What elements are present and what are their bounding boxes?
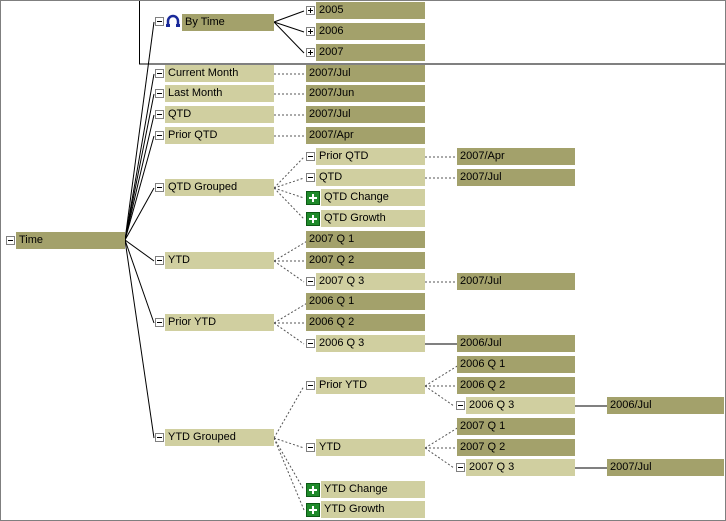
tree-node-ytd-grouped-prior-ytd[interactable]: Prior YTD [316,377,425,394]
expand-icon[interactable] [306,6,315,15]
tree-value-qtd[interactable]: 2007/Jul [306,106,425,123]
tree-node-prior-ytd-q1[interactable]: 2006 Q 1 [306,293,425,310]
tree-node-by-time[interactable]: By Time [182,14,274,31]
tree-node-ytd-grouped-prior-q1[interactable]: 2006 Q 1 [457,356,575,373]
tree-node-last-month[interactable]: Last Month [165,85,274,102]
collapse-icon[interactable] [155,256,164,265]
tree-value-ytd-grouped-prior-q3[interactable]: 2006/Jul [607,397,724,414]
collapse-icon[interactable] [306,381,315,390]
tree-node-2006[interactable]: 2006 [316,23,425,40]
collapse-icon[interactable] [306,443,315,452]
expand-icon[interactable] [306,27,315,36]
tree-node-ytd-grouped-ytd[interactable]: YTD [316,439,425,456]
collapse-icon[interactable] [155,69,164,78]
tree-value-last-month[interactable]: 2007/Jun [306,85,425,102]
tree-value-qtd-grouped-prior-qtd[interactable]: 2007/Apr [457,148,575,165]
tree-node-ytd-grouped[interactable]: YTD Grouped [165,429,274,446]
collapse-icon[interactable] [456,463,465,472]
calculator-icon [306,483,320,497]
hierarchy-icon [166,14,180,27]
tree-node-ytd-change[interactable]: YTD Change [321,481,425,498]
tree-node-2007[interactable]: 2007 [316,44,425,61]
tree-node-ytd-q1[interactable]: 2007 Q 1 [306,231,425,248]
tree-node-time[interactable]: Time [16,232,125,249]
collapse-icon[interactable] [306,277,315,286]
tree-node-2005[interactable]: 2005 [316,2,425,19]
tree-node-ytd[interactable]: YTD [165,252,274,269]
collapse-icon[interactable] [155,89,164,98]
tree-node-ytd-grouped-ytd-q2[interactable]: 2007 Q 2 [457,439,575,456]
collapse-icon[interactable] [155,17,164,26]
tree-node-qtd-grouped-qtd[interactable]: QTD [316,169,425,186]
collapse-icon[interactable] [306,173,315,182]
tree-node-ytd-grouped-prior-q2[interactable]: 2006 Q 2 [457,377,575,394]
tree-node-ytd-grouped-prior-q3[interactable]: 2006 Q 3 [466,397,575,414]
calculator-icon [306,191,320,205]
tree-node-qtd-grouped-prior-qtd[interactable]: Prior QTD [316,148,425,165]
tree-node-qtd-change[interactable]: QTD Change [321,189,425,206]
collapse-icon[interactable] [155,110,164,119]
tree-node-current-month[interactable]: Current Month [165,65,274,82]
calculator-icon [306,212,320,226]
tree-value-prior-qtd[interactable]: 2007/Apr [306,127,425,144]
tree-node-ytd-growth[interactable]: YTD Growth [321,501,425,518]
tree-value-qtd-grouped-qtd[interactable]: 2007/Jul [457,169,575,186]
collapse-icon[interactable] [6,236,15,245]
collapse-icon[interactable] [155,433,164,442]
collapse-icon[interactable] [155,131,164,140]
tree-node-qtd-growth[interactable]: QTD Growth [321,210,425,227]
tree-value-current-month[interactable]: 2007/Jul [306,65,425,82]
tree-node-qtd[interactable]: QTD [165,106,274,123]
tree-node-ytd-q2[interactable]: 2007 Q 2 [306,252,425,269]
tree-node-prior-qtd[interactable]: Prior QTD [165,127,274,144]
tree-value-ytd-grouped-ytd-q3[interactable]: 2007/Jul [607,459,724,476]
tree-node-ytd-grouped-ytd-q1[interactable]: 2007 Q 1 [457,418,575,435]
tree-value-prior-ytd-q3[interactable]: 2006/Jul [457,335,575,352]
tree-node-prior-ytd[interactable]: Prior YTD [165,314,274,331]
tree-node-prior-ytd-q2[interactable]: 2006 Q 2 [306,314,425,331]
tree-node-ytd-grouped-ytd-q3[interactable]: 2007 Q 3 [466,459,575,476]
tree-node-qtd-grouped[interactable]: QTD Grouped [165,179,274,196]
expand-icon[interactable] [306,48,315,57]
collapse-icon[interactable] [306,339,315,348]
collapse-icon[interactable] [155,318,164,327]
tree-node-prior-ytd-q3[interactable]: 2006 Q 3 [316,335,425,352]
collapse-icon[interactable] [306,152,315,161]
collapse-icon[interactable] [155,183,164,192]
calculator-icon [306,503,320,517]
tree-value-ytd-q3[interactable]: 2007/Jul [457,273,575,290]
collapse-icon[interactable] [456,401,465,410]
tree-node-ytd-q3[interactable]: 2007 Q 3 [316,273,425,290]
